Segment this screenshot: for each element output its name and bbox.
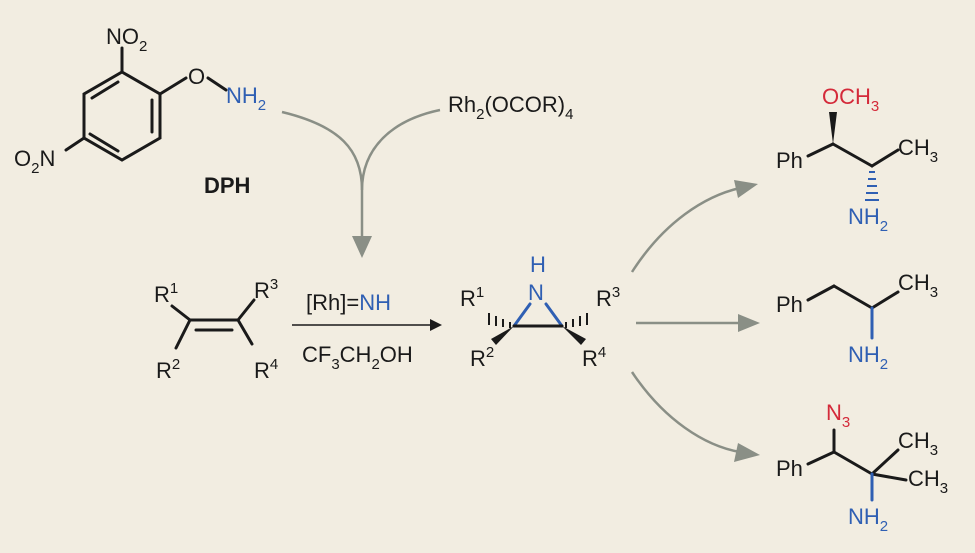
bond-to-oxygen (158, 76, 188, 96)
p2-bond (832, 284, 874, 310)
p3-ph: Ph (776, 456, 803, 481)
aziridine-r4: R4 (582, 344, 606, 371)
p2-bond (870, 290, 900, 310)
p1-och3: OCH3 (822, 84, 879, 115)
solvent-label: CF3CH2OH (302, 342, 413, 373)
bond-r4 (236, 318, 254, 346)
product-3: N3 Ph CH3 CH3 NH2 (776, 400, 948, 535)
p3-n3: N3 (826, 400, 850, 431)
alkene-r3: R3 (254, 276, 278, 303)
catalyst-label: Rh2(OCOR)4 (448, 92, 573, 123)
o-n-bond (206, 76, 228, 92)
wedge-bond-r4 (562, 326, 586, 345)
p1-ch3: CH3 (898, 135, 938, 166)
benzene-ring (82, 70, 162, 162)
ring-double-bond (88, 132, 120, 153)
alkene-r4: R4 (254, 356, 278, 383)
p2-ph: Ph (776, 292, 803, 317)
p1-hashed-bond (865, 171, 879, 201)
oxygen-label: O (188, 64, 205, 89)
aziridine: H N R1 R2 R3 R4 (460, 252, 620, 371)
hashed-bond-r1 (488, 313, 511, 328)
aziridine-h: H (530, 252, 546, 277)
p3-bond (806, 450, 836, 466)
p2-ch3: CH3 (898, 270, 938, 301)
reaction-arrowhead (430, 319, 442, 331)
aziridine-r1: R1 (460, 284, 484, 311)
p1-bond (870, 148, 900, 168)
reagent-label: [Rh]=NH (306, 290, 391, 315)
p1-bond (806, 142, 835, 158)
p1-nh2: NH2 (848, 204, 888, 235)
arrowhead (734, 443, 760, 462)
ring-n-c-bond (544, 302, 564, 328)
dph-molecule: NO2 O NH2 O2N DPH (14, 24, 266, 198)
wedge-bond-r2 (491, 326, 514, 345)
p1-bond (831, 142, 874, 168)
p3-ch3b: CH3 (908, 466, 948, 497)
arrowhead (734, 180, 758, 198)
aziridine-r2: R2 (470, 344, 494, 371)
p1-wedge-bond (829, 112, 837, 144)
bond-r2 (174, 318, 192, 350)
alkene-r2: R2 (156, 356, 180, 383)
product-arrows (630, 180, 760, 462)
arrowhead (352, 236, 372, 258)
bond-r3 (236, 298, 256, 322)
aziridine-r3: R3 (596, 284, 620, 311)
p3-bond (832, 450, 874, 476)
no2-top-label: NO2 (106, 24, 147, 55)
dph-name: DPH (204, 173, 250, 198)
p1-ph: Ph (776, 148, 803, 173)
bond-to-no2 (64, 136, 86, 152)
converging-arrow (281, 108, 441, 258)
p3-bond (870, 448, 900, 476)
p3-ch3a: CH3 (898, 428, 938, 459)
no2-left-label: O2N (14, 146, 55, 177)
p3-bond (870, 472, 908, 482)
aziridine-n: N (528, 280, 544, 305)
p2-bond (806, 284, 836, 302)
nh2-label: NH2 (226, 83, 266, 114)
product-1: OCH3 Ph CH3 NH2 (776, 84, 938, 235)
alkene: R1 R2 R3 R4 (154, 276, 278, 383)
alkene-r1: R1 (154, 280, 178, 307)
arrowhead (738, 314, 760, 332)
ring-double-bond (90, 80, 120, 100)
p3-nh2: NH2 (848, 504, 888, 535)
product-2: Ph CH3 NH2 (776, 270, 938, 373)
hashed-bond-r3 (565, 313, 588, 328)
p2-nh2: NH2 (848, 342, 888, 373)
bond-r1 (170, 304, 192, 322)
ring-n-c-bond (512, 302, 532, 328)
